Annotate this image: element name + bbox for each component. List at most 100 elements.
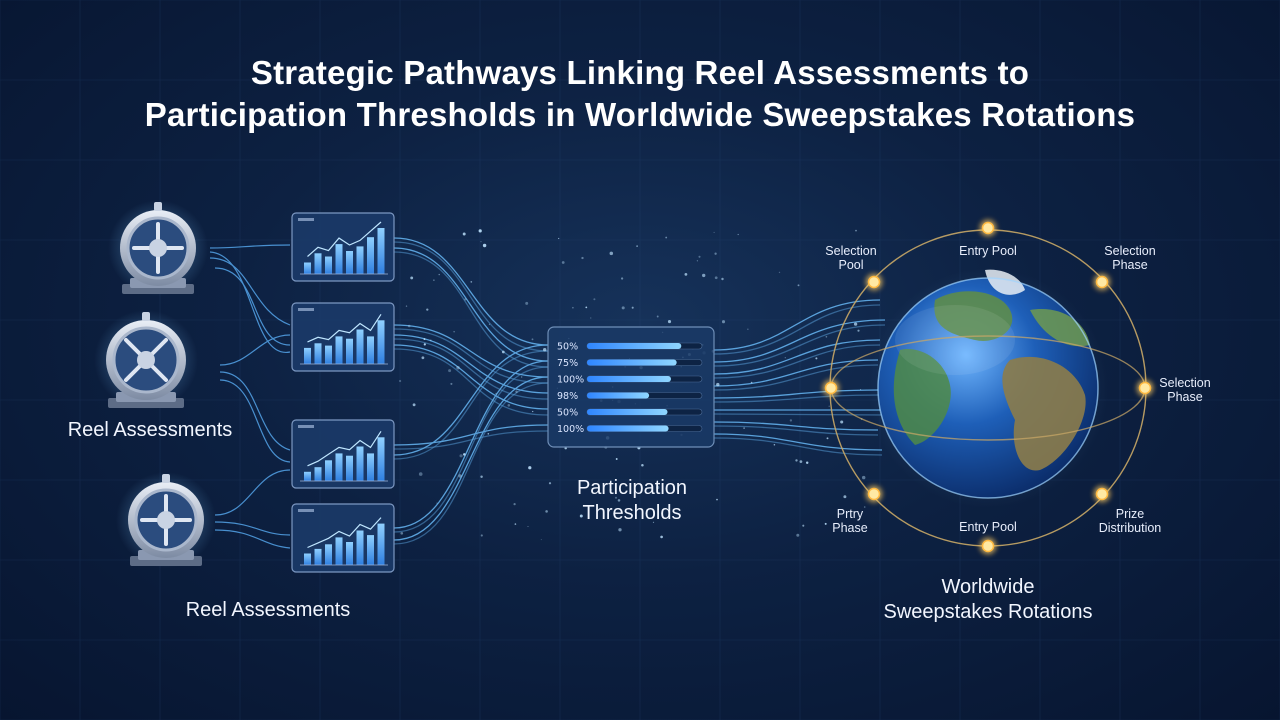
chart-bar	[325, 460, 332, 481]
title-line-1: Strategic Pathways Linking Reel Assessme…	[250, 54, 1030, 91]
thresholds-label-line-2: Thresholds	[582, 502, 682, 524]
chart-panel	[291, 212, 395, 282]
chart-bar	[304, 262, 311, 274]
flow-path	[393, 350, 549, 460]
flow-path	[393, 344, 549, 456]
flow-path	[393, 344, 549, 410]
chart-panel	[291, 503, 395, 573]
orbit-node	[864, 272, 884, 292]
chart-bar	[314, 467, 322, 481]
flow-path	[393, 334, 549, 394]
chart-bar	[356, 329, 364, 364]
flow-path	[393, 360, 549, 529]
reel-icon	[108, 200, 208, 296]
rotations-label-line-2: Sweepstakes Rotations	[883, 601, 1093, 623]
flow-path	[393, 424, 549, 446]
orbit-label-selection-pool: Selection Pool	[811, 244, 891, 272]
chart-trend-line	[307, 517, 382, 549]
flow-path	[393, 348, 549, 416]
orbit-label-line: Phase	[832, 521, 868, 535]
flow-path	[393, 366, 549, 533]
chart-bar	[346, 251, 353, 274]
orbit-node	[1135, 378, 1155, 398]
chart-panel	[291, 302, 395, 372]
threshold-label: 50%	[557, 342, 578, 353]
chart-bar	[377, 320, 385, 364]
chart-bar	[377, 523, 385, 565]
orbit-node	[978, 218, 998, 238]
reel-icon	[116, 472, 216, 568]
threshold-bar	[587, 376, 671, 382]
thresholds-panel: 50% 75% 100% 98% 50% 100%	[547, 326, 715, 448]
orbit-label-entry-pool-bottom: Entry Pool	[959, 520, 1017, 534]
orbit-label-line: Phase	[1167, 390, 1203, 404]
chart-bar	[346, 542, 353, 565]
flow-path	[713, 433, 883, 451]
orbit-label-selection-phase-top: Selection Phase	[1090, 244, 1170, 272]
flow-path	[713, 413, 886, 416]
chart-bar	[346, 455, 353, 481]
threshold-to-globe-paths	[713, 299, 886, 456]
orbit-label-line: Selection	[825, 244, 877, 258]
orbit-label-line: Pool	[838, 258, 864, 272]
chart-bar	[325, 544, 332, 565]
thresholds-label-line-1: Participation	[576, 477, 688, 499]
orbit-nodes	[821, 218, 1155, 556]
threshold-bar	[587, 359, 677, 366]
flow-path	[713, 425, 879, 436]
threshold-label: 98%	[557, 391, 578, 402]
threshold-label: 75%	[557, 358, 578, 369]
flow-path	[713, 299, 881, 351]
flow-path	[393, 251, 549, 368]
flow-path	[713, 437, 883, 456]
flow-path	[713, 319, 886, 363]
chart-bar	[356, 446, 364, 481]
reel-icon	[94, 310, 198, 410]
chart-bar	[314, 548, 322, 565]
threshold-row: 100%	[557, 375, 703, 386]
chart-trend-line	[307, 430, 382, 467]
globe-icon	[868, 268, 1108, 508]
threshold-label: 100%	[557, 375, 584, 386]
flow-path	[713, 364, 879, 391]
orbit-node	[1092, 484, 1112, 504]
orbit-node	[821, 378, 841, 398]
flow-path	[393, 241, 549, 352]
chart-panel	[291, 419, 395, 489]
reel-assessments-label-left: Reel Assessments	[67, 419, 233, 441]
threshold-bar	[587, 409, 668, 415]
flow-path	[713, 421, 879, 431]
chart-bar	[314, 253, 322, 274]
threshold-row: 100%	[557, 424, 703, 435]
reel-assessments-label-bottom: Reel Assessments	[185, 599, 351, 621]
orbit-label-line: Prize	[1115, 507, 1145, 521]
chart-bar	[304, 553, 311, 565]
flow-path	[393, 376, 549, 541]
flow-path	[393, 324, 549, 378]
flow-path	[713, 389, 881, 399]
flow-particles	[399, 229, 866, 541]
threshold-row: 75%	[557, 358, 703, 369]
chart-bar	[335, 336, 343, 364]
chart-trend-line	[307, 221, 382, 257]
threshold-bar	[587, 425, 669, 432]
threshold-label: 100%	[557, 424, 584, 435]
flow-path	[713, 344, 881, 379]
reel-to-chart-paths	[209, 244, 291, 549]
chart-bar	[367, 336, 374, 364]
title-line-2: Participation Thresholds in Worldwide Sw…	[144, 96, 1136, 133]
chart-bar	[377, 437, 385, 481]
flow-path	[393, 247, 549, 362]
chart-bar	[314, 343, 322, 364]
participation-thresholds-label: Participation Thresholds	[532, 476, 732, 526]
chart-bar	[304, 471, 311, 481]
flow-path	[393, 382, 549, 545]
flow-path	[393, 328, 549, 384]
orbit-label-prize-distribution: Prize Distribution	[1082, 507, 1178, 535]
worldwide-rotations-label: Worldwide Sweepstakes Rotations	[848, 575, 1128, 625]
chart-bar	[356, 530, 364, 565]
flow-path	[713, 339, 881, 375]
chart-bar	[367, 237, 374, 274]
threshold-row: 50%	[557, 408, 703, 419]
threshold-label: 50%	[557, 408, 578, 419]
